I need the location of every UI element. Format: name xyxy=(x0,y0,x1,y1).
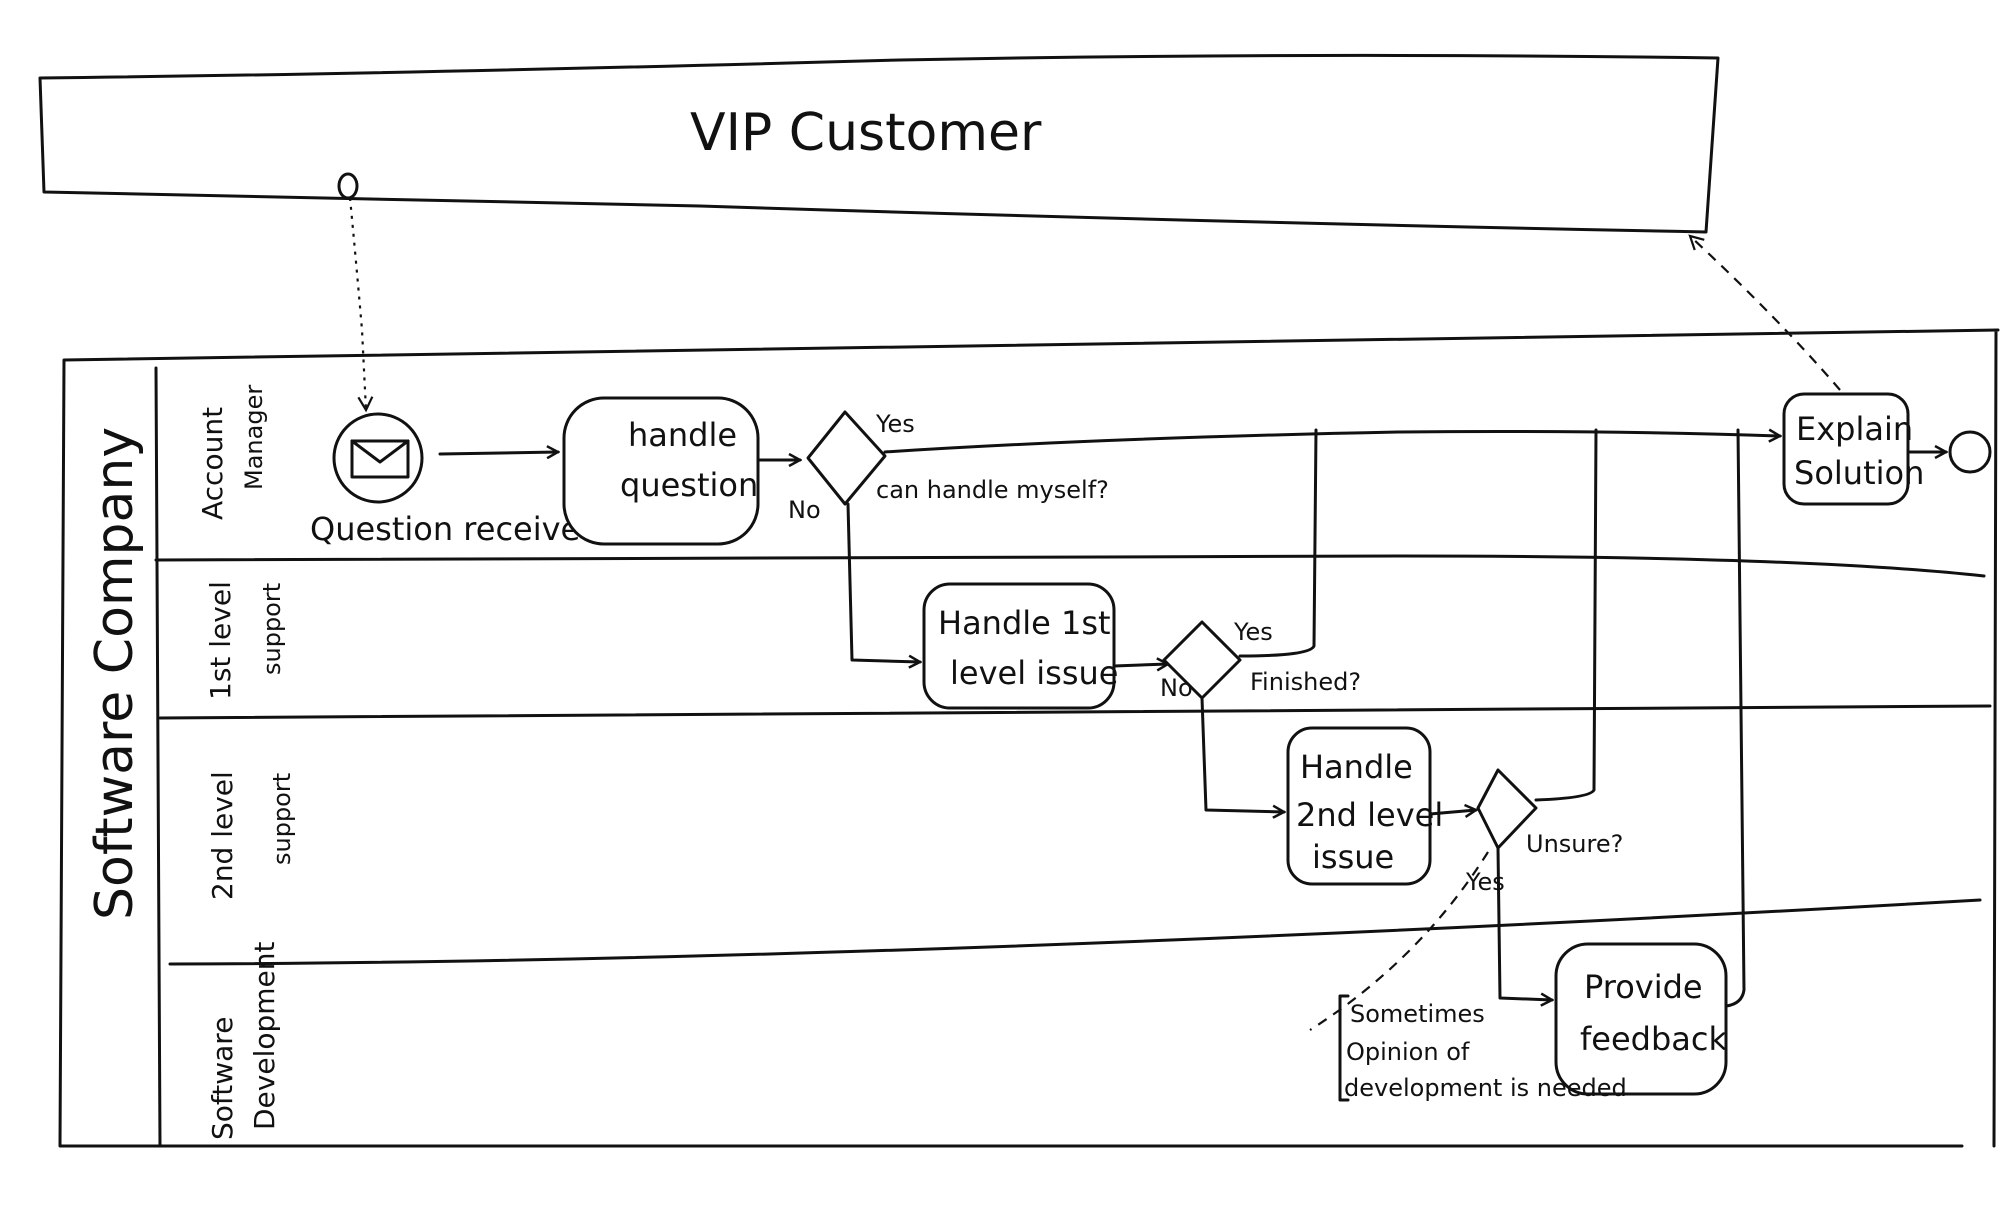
svg-text:development is needed: development is needed xyxy=(1344,1074,1627,1102)
task-explain-solution: Explain Solution xyxy=(1782,392,1924,506)
lane-label-second-level: 2nd level support xyxy=(206,771,296,900)
lane-label-development: Software Development xyxy=(206,941,281,1140)
start-event-label: Question received xyxy=(310,510,601,548)
svg-text:1st level: 1st level xyxy=(204,581,237,700)
svg-text:Unsure?: Unsure? xyxy=(1526,830,1623,858)
lane-label-account-manager: Account Manager xyxy=(196,385,268,520)
message-flow-in xyxy=(337,172,374,413)
task-handle-question: handle question xyxy=(562,396,760,546)
message-flow-origin xyxy=(337,172,359,200)
envelope-icon xyxy=(350,439,410,479)
svg-text:level issue: level issue xyxy=(950,654,1118,692)
svg-text:Provide: Provide xyxy=(1584,968,1703,1006)
flow-g3-yes-down xyxy=(1496,846,1552,1000)
flow-g2-no-down xyxy=(1200,696,1284,812)
svg-text:2nd level: 2nd level xyxy=(1296,796,1443,834)
task-handle-first-level: Handle 1st level issue xyxy=(922,582,1118,710)
flow-g3-up xyxy=(1534,428,1598,802)
svg-text:Software: Software xyxy=(206,1017,239,1140)
flow-first-to-g2 xyxy=(1112,664,1168,666)
task-handle-second-level: Handle 2nd level issue xyxy=(1286,726,1443,886)
svg-text:feedback: feedback xyxy=(1580,1020,1727,1058)
svg-text:Manager: Manager xyxy=(240,385,268,490)
flow-second-to-g3 xyxy=(1428,810,1476,814)
flow-no-to-first-level xyxy=(846,502,920,662)
svg-text:Handle: Handle xyxy=(1300,748,1413,786)
svg-text:Sometimes: Sometimes xyxy=(1350,1000,1485,1028)
svg-text:Finished?: Finished? xyxy=(1250,668,1361,696)
customer-pool: VIP Customer xyxy=(38,53,1720,234)
gateway-unsure: Unsure? Yes xyxy=(1465,768,1623,896)
svg-text:handle: handle xyxy=(628,416,737,454)
svg-text:No: No xyxy=(1160,674,1193,702)
svg-text:Account: Account xyxy=(196,407,229,520)
end-event xyxy=(1948,430,1992,474)
svg-text:question: question xyxy=(620,466,758,504)
svg-text:Yes: Yes xyxy=(875,410,915,438)
flow-feedback-up xyxy=(1724,428,1746,1008)
message-flow-out xyxy=(1688,234,1841,391)
lane-label-first-level: 1st level support xyxy=(204,581,286,700)
task-provide-feedback: Provide feedback xyxy=(1554,942,1728,1096)
svg-text:Opinion of: Opinion of xyxy=(1346,1038,1470,1066)
svg-text:Solution: Solution xyxy=(1794,454,1924,492)
svg-text:Handle 1st: Handle 1st xyxy=(938,604,1111,642)
flow-start-to-handle xyxy=(438,452,558,454)
svg-text:2nd level: 2nd level xyxy=(206,771,239,900)
svg-text:Development: Development xyxy=(248,941,281,1130)
svg-text:issue: issue xyxy=(1312,838,1394,876)
svg-text:can handle myself?: can handle myself? xyxy=(876,476,1109,504)
svg-text:Yes: Yes xyxy=(1233,618,1273,646)
start-event: Question received xyxy=(310,412,601,548)
svg-text:Explain: Explain xyxy=(1796,410,1913,448)
svg-text:support: support xyxy=(268,773,296,865)
svg-text:No: No xyxy=(788,496,821,524)
company-pool-title: Software Company xyxy=(85,427,145,920)
gateway-can-handle: Yes No can handle myself? xyxy=(788,410,1109,524)
company-pool: Software Company xyxy=(58,328,2000,1148)
flow-yes-to-explain xyxy=(883,432,1780,454)
svg-text:support: support xyxy=(258,583,286,675)
customer-pool-title: VIP Customer xyxy=(690,103,1042,163)
flow-g2-yes-up xyxy=(1238,428,1318,658)
lane-separators xyxy=(154,554,1992,966)
gateway-finished: Yes No Finished? xyxy=(1160,618,1361,702)
annotation-development-opinion: Sometimes Opinion of development is need… xyxy=(1309,851,1627,1102)
